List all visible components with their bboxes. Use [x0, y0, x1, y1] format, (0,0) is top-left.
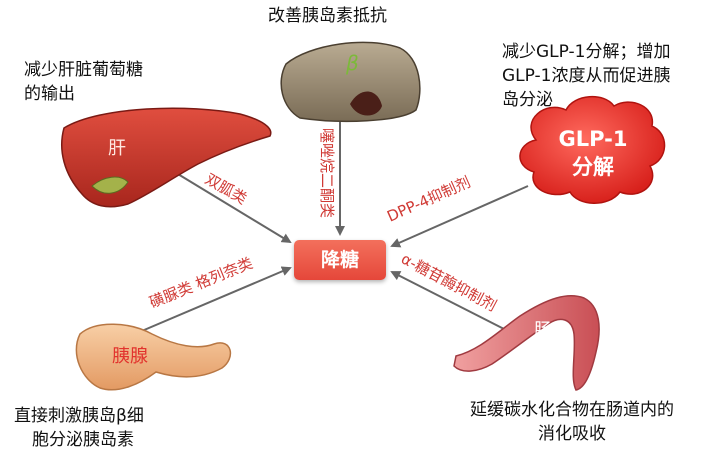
- arrow-label-fat: 噻唑烷二酮类: [318, 128, 336, 218]
- glp1-caption-line-1: 减少GLP-1分解；增加: [502, 42, 671, 62]
- arrow-pancreas: [129, 266, 292, 337]
- arrow-label-pancreas: 磺脲类 格列奈类: [147, 254, 256, 312]
- liver-caption: 减少肝脏葡萄糖 的输出: [24, 58, 143, 106]
- pancreas-caption-line-1: 直接刺激胰岛β细: [14, 406, 144, 426]
- fat-beta-glyph: β: [345, 51, 359, 75]
- glp1-caption-line-2: GLP-1浓度从而促进胰: [502, 66, 671, 86]
- intestine-caption: 延缓碳水化合物在肠道内的 消化吸收: [470, 398, 674, 446]
- intestine-caption-line-2: 消化吸收: [538, 424, 606, 444]
- glp1-cloud-line-2: 分解: [572, 155, 614, 179]
- arrow-label-glp1: DPP-4抑制剂: [384, 173, 473, 226]
- arrow-glp1: [390, 185, 529, 248]
- arrow-intestine: [390, 271, 507, 331]
- intestine-label: 肠: [534, 320, 552, 341]
- pancreas-label: 胰腺: [112, 346, 148, 367]
- glucose-lowering-box: 降糖: [294, 240, 386, 280]
- intestine-illustration: 肠: [453, 295, 600, 391]
- pancreas-caption: 直接刺激胰岛β细 胞分泌胰岛素: [14, 404, 144, 452]
- intestine-caption-line-1: 延缓碳水化合物在肠道内的: [470, 400, 674, 420]
- glp1-caption: 减少GLP-1分解；增加 GLP-1浓度从而促进胰 岛分泌: [502, 40, 670, 112]
- liver-illustration: 肝: [61, 107, 272, 208]
- liver-label: 肝: [108, 138, 126, 159]
- pancreas-caption-line-2: 胞分泌胰岛素: [32, 430, 134, 450]
- fat-caption-text: 改善胰岛素抵抗: [268, 6, 387, 26]
- fat-cell-illustration: β: [280, 41, 421, 123]
- arrow-liver: [167, 167, 292, 244]
- glp1-cloud-line-1: GLP-1: [559, 127, 628, 151]
- liver-caption-line-2: 的输出: [24, 84, 75, 104]
- glp1-caption-line-3: 岛分泌: [502, 90, 553, 110]
- glp1-cloud: GLP-1 分解: [519, 95, 666, 204]
- pancreas-illustration: 胰腺: [75, 323, 232, 391]
- liver-caption-line-1: 减少肝脏葡萄糖: [24, 60, 143, 80]
- fat-caption: 改善胰岛素抵抗: [268, 4, 387, 28]
